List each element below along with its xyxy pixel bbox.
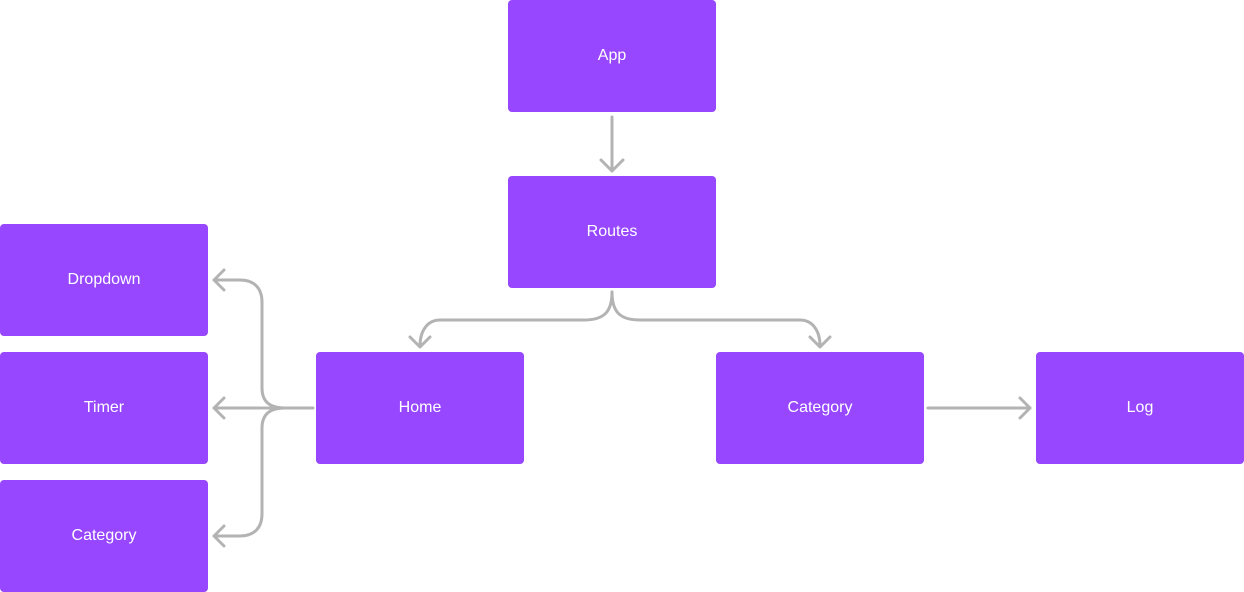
edge-home-dropdown [212, 278, 287, 410]
arrowhead-category-right [808, 335, 832, 349]
node-label: Category [71, 527, 137, 544]
node-dropdown: Dropdown [0, 224, 208, 336]
node-log: Log [1036, 352, 1244, 464]
node-label: Category [787, 399, 853, 416]
edge-routes-category [610, 290, 822, 348]
arrowhead-home [408, 335, 432, 349]
node-label: Dropdown [67, 271, 141, 288]
node-label: Routes [586, 223, 638, 240]
node-category-child: Category [0, 480, 208, 592]
arrowhead-category-left [212, 524, 226, 548]
node-label: Log [1126, 399, 1154, 416]
node-timer: Timer [0, 352, 208, 464]
node-label: Home [398, 399, 442, 416]
arrowhead-routes [599, 158, 625, 173]
arrowhead-timer [212, 396, 226, 420]
edge-routes-home [418, 290, 614, 348]
node-home: Home [316, 352, 524, 464]
node-label: Timer [83, 399, 125, 416]
node-routes: Routes [508, 176, 716, 288]
node-label: App [597, 47, 627, 64]
node-app: App [508, 0, 716, 112]
edge-home-category-left [212, 406, 287, 538]
arrowhead-dropdown [212, 268, 226, 292]
arrowhead-log [1018, 396, 1032, 420]
node-category-route: Category [716, 352, 924, 464]
